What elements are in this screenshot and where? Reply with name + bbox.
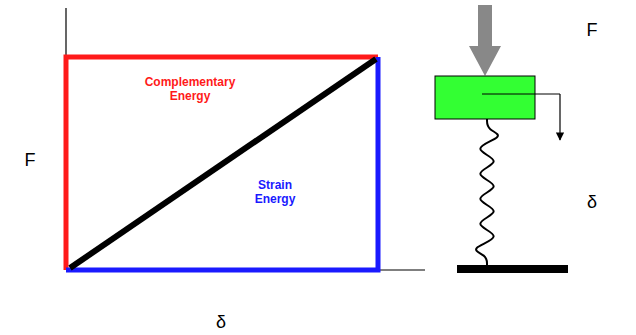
load-line xyxy=(70,59,376,268)
displacement-axis-label: δ xyxy=(216,312,226,333)
displacement-axis xyxy=(378,269,425,270)
force-label: F xyxy=(587,20,598,41)
reference-line xyxy=(482,94,560,95)
displacement-label: δ xyxy=(587,192,597,213)
displacement-arrow xyxy=(559,94,560,140)
force-axis xyxy=(65,8,66,57)
spring-symbol xyxy=(476,119,498,265)
complementary-energy-label: Complementary Energy xyxy=(140,76,240,104)
complementary-edge xyxy=(66,57,378,270)
force-axis-label: F xyxy=(25,150,36,171)
mass-block xyxy=(435,76,535,119)
strain-energy-label: Strain Energy xyxy=(245,179,305,207)
strain-edge xyxy=(66,57,378,270)
force-arrow xyxy=(469,5,501,76)
ground-base xyxy=(457,265,568,273)
